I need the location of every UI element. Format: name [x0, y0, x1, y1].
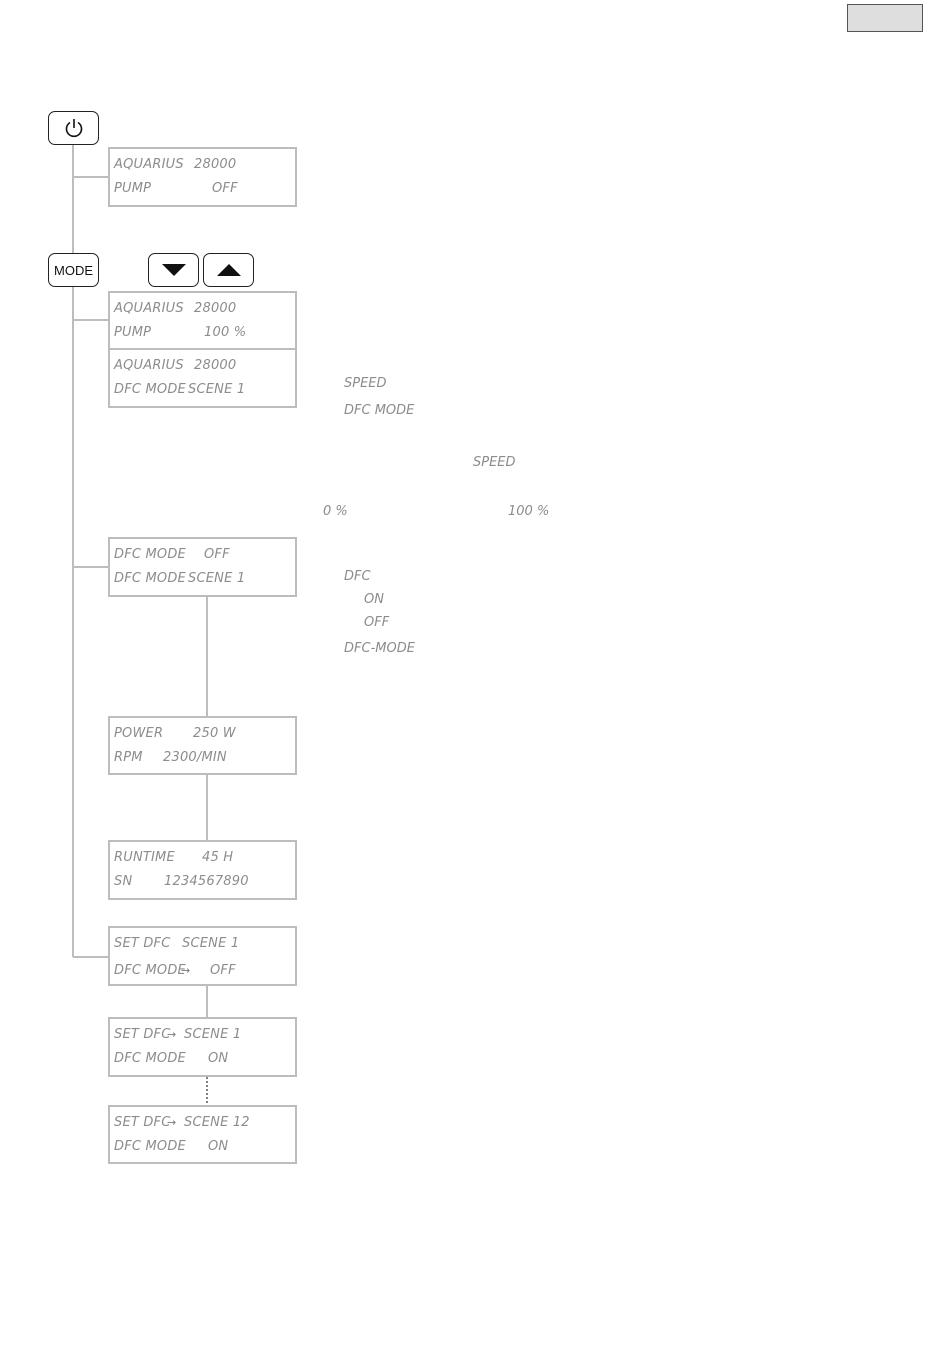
- annotation-dfc-mode: DFC MODE: [344, 403, 415, 418]
- annotation-off: OFF: [364, 615, 390, 630]
- lcd-line: DFC MODE→OFF: [114, 963, 236, 978]
- mode-button-label: MODE: [54, 262, 93, 278]
- down-button[interactable]: [148, 253, 199, 287]
- annotation-dfc-mode-hyphen: DFC-MODE: [344, 641, 415, 656]
- arrow-right-icon: →: [167, 1116, 177, 1129]
- annotation-zero-percent: 0 %: [323, 504, 348, 519]
- annotation-on: ON: [364, 592, 384, 607]
- mode-button[interactable]: MODE: [48, 253, 99, 287]
- arrow-right-icon: →: [181, 964, 191, 977]
- lcd-line: SET DFC→SCENE 12: [114, 1115, 250, 1130]
- annotation-speed-2: SPEED: [473, 455, 516, 470]
- power-button[interactable]: [48, 111, 99, 145]
- arrow-up-icon: [216, 264, 241, 276]
- lcd-line: SET DFC→SCENE 1: [114, 1027, 242, 1042]
- up-button[interactable]: [203, 253, 254, 287]
- annotation-speed: SPEED: [344, 376, 387, 391]
- arrow-right-icon: →: [167, 1028, 177, 1041]
- page-number-tab: [847, 4, 923, 32]
- power-icon: [65, 119, 82, 138]
- arrow-down-icon: [161, 264, 186, 276]
- annotation-hundred-percent: 100 %: [508, 504, 550, 519]
- annotation-dfc: DFC: [344, 569, 371, 584]
